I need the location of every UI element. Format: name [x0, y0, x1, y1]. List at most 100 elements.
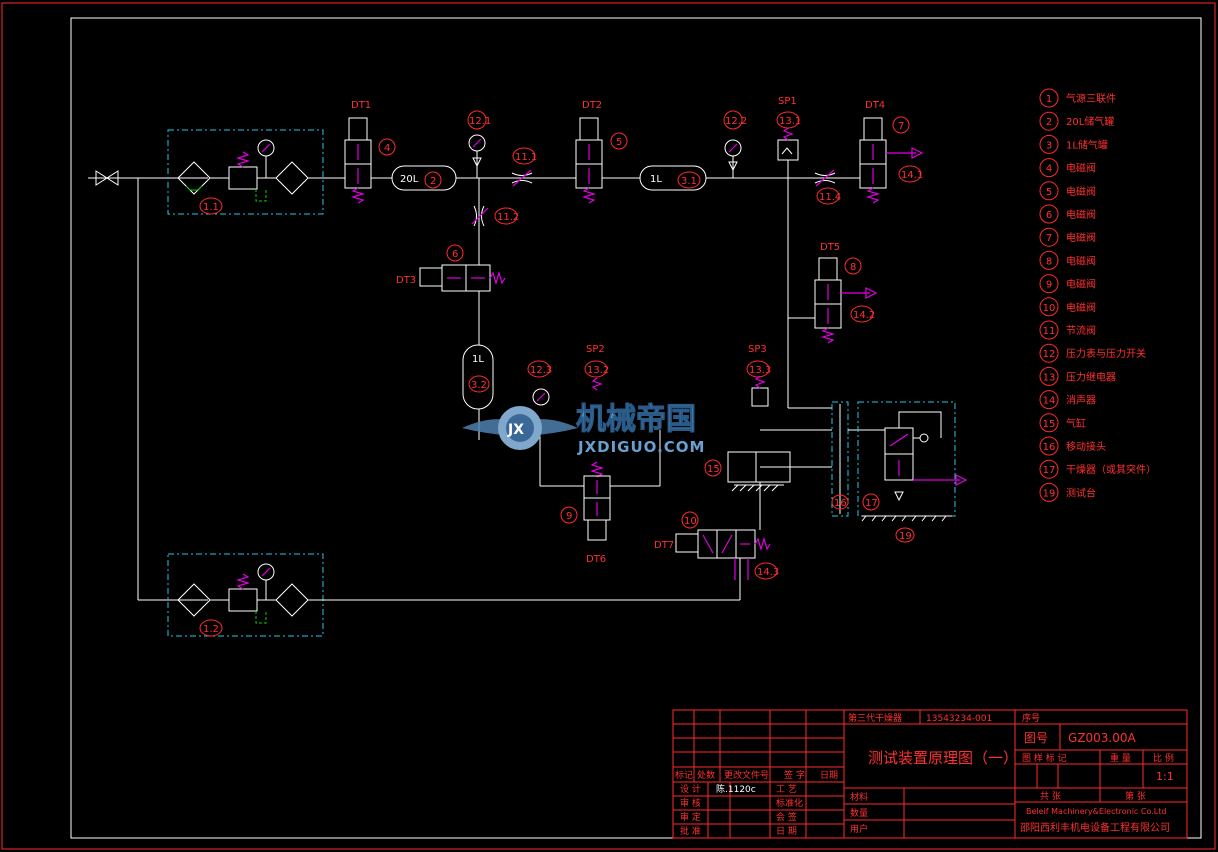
legend-number: 7	[1046, 233, 1052, 244]
legend-text: 移动接头	[1066, 440, 1106, 453]
legend-text: 1L储气罐	[1066, 138, 1108, 151]
label-2: 2	[430, 176, 436, 187]
legend-text: 20L储气罐	[1066, 115, 1114, 128]
legend-number-circle	[1039, 204, 1059, 224]
label-8: 8	[850, 262, 856, 273]
tank-1l-horizontal: 1L 3.1	[639, 165, 707, 191]
label-12-1: 12.1	[469, 116, 491, 127]
legend-text: 电磁阀	[1066, 278, 1096, 291]
tb-scale-label: 比 例	[1153, 752, 1174, 764]
legend-text: 压力表与压力开关	[1066, 347, 1146, 360]
throttle-valve-11-1: 11.1	[511, 147, 537, 187]
tb-role2-cosign: 会 签	[776, 811, 797, 823]
tb-signer: 陈.1120c	[716, 783, 756, 795]
pressure-switch-sp1: SP1 13.1	[776, 96, 801, 178]
title-block: 标记 处数 更改文件号 签 字 日期 设 计 审 核 审 定 批 准 陈.112…	[672, 709, 1188, 839]
legend-number: 5	[1046, 187, 1052, 198]
solenoid-valve-6: DT3 6	[396, 244, 506, 292]
tb-company-cn: 邵阳西利丰机电设备工程有限公司	[1020, 821, 1170, 834]
tb-user: 用户	[850, 823, 868, 835]
label-10: 10	[684, 516, 697, 527]
legend-number-circle	[1039, 250, 1059, 270]
legend-number: 15	[1043, 419, 1056, 430]
tb-row-sign: 签 字	[784, 769, 805, 781]
tb-role2-standard: 标准化	[776, 797, 803, 809]
label-dt6: DT6	[586, 554, 606, 565]
label-sp1: SP1	[778, 96, 797, 107]
legend-text: 干燥器（或其突件）	[1066, 463, 1156, 476]
pressure-gauge-12-2: 12.2	[723, 110, 747, 178]
legend-text: 气缸	[1066, 417, 1086, 430]
legend-text: 电磁阀	[1066, 208, 1096, 221]
tb-sheets-total: 共 张	[1040, 791, 1061, 802]
legend-number-circle	[1039, 227, 1059, 247]
tb-seq-label: 序号	[1022, 712, 1040, 724]
label-14-1: 14.1	[901, 170, 923, 181]
tank-20l: 20L 2	[391, 165, 457, 191]
legend-number: 11	[1043, 326, 1056, 337]
solenoid-valve-5: DT2 5	[575, 100, 628, 204]
legend-number: 4	[1046, 164, 1052, 175]
tb-role2-process: 工 艺	[776, 784, 797, 795]
legend-number: 14	[1043, 396, 1056, 407]
moving-joint-16: 16	[831, 401, 849, 517]
label-4: 4	[384, 143, 390, 154]
legend-number-circle	[1039, 366, 1059, 386]
legend-number-circle	[1039, 343, 1059, 363]
legend-text: 电磁阀	[1066, 231, 1096, 244]
label-1l-horizontal: 1L	[650, 174, 662, 185]
legend-number-circle	[1039, 274, 1059, 294]
legend-number: 2	[1046, 117, 1052, 128]
label-11-2: 11.2	[497, 212, 519, 223]
legend-text: 气源三联件	[1066, 92, 1116, 105]
label-17: 17	[865, 498, 878, 509]
tb-row-date: 日期	[820, 770, 838, 781]
legend-number: 12	[1043, 349, 1056, 360]
legend-number-circle	[1039, 320, 1059, 340]
legend-number-circle	[1039, 436, 1059, 456]
tank-1l-vertical: 1L 3.2	[462, 344, 494, 410]
solenoid-valve-8: DT5 8 14.2	[814, 242, 878, 344]
legend-number-circle	[1039, 413, 1059, 433]
label-13-3: 13.3	[749, 365, 771, 376]
label-20l: 20L	[400, 174, 419, 185]
frl-unit-1-2: 1.2	[167, 553, 741, 637]
legend-number: 16	[1043, 442, 1056, 453]
tb-row-count: 处数	[697, 769, 715, 781]
label-13-1: 13.1	[779, 116, 801, 127]
label-dt3: DT3	[396, 275, 416, 286]
tb-role2-date: 日 期	[776, 826, 797, 837]
tb-quantity: 数量	[850, 807, 868, 819]
legend-number-circle	[1039, 459, 1059, 479]
throttle-valve-11-2: 11.2	[471, 205, 519, 227]
label-sp3: SP3	[748, 344, 767, 355]
watermark-cn: 机械帝国	[576, 402, 696, 437]
solenoid-valve-7: DT4 7 14.1	[859, 100, 924, 204]
legend-number: 9	[1046, 280, 1052, 291]
legend-text: 电磁阀	[1066, 254, 1096, 267]
tb-sheet-number: 第 张	[1125, 790, 1146, 802]
legend-number: 10	[1043, 303, 1056, 314]
tb-company-en: Beleif Machinery&Electronic Co.Ltd	[1026, 807, 1166, 816]
legend-number-circle	[1039, 181, 1059, 201]
tb-role-authorize: 批 准	[680, 825, 701, 837]
tb-material: 材料	[850, 791, 868, 803]
dryer-17: 17 19	[857, 401, 968, 543]
tb-row-marker: 标记	[675, 769, 693, 781]
tb-role-review: 审 核	[680, 797, 701, 809]
tb-role-design: 设 计	[680, 783, 701, 795]
label-9: 9	[566, 511, 572, 522]
label-12-2: 12.2	[725, 116, 747, 127]
throttle-valve-11-4: 11.4	[814, 169, 841, 205]
drawing-title: 测试装置原理图（一）	[868, 749, 1018, 767]
legend-number: 8	[1046, 256, 1052, 267]
legend-number-circle	[1039, 297, 1059, 317]
label-15: 15	[707, 464, 720, 475]
tb-part-code: 13543234-001	[926, 714, 992, 724]
legend-number-circle	[1039, 111, 1059, 131]
label-dt5: DT5	[820, 242, 840, 253]
label-12-3: 12.3	[530, 365, 552, 376]
